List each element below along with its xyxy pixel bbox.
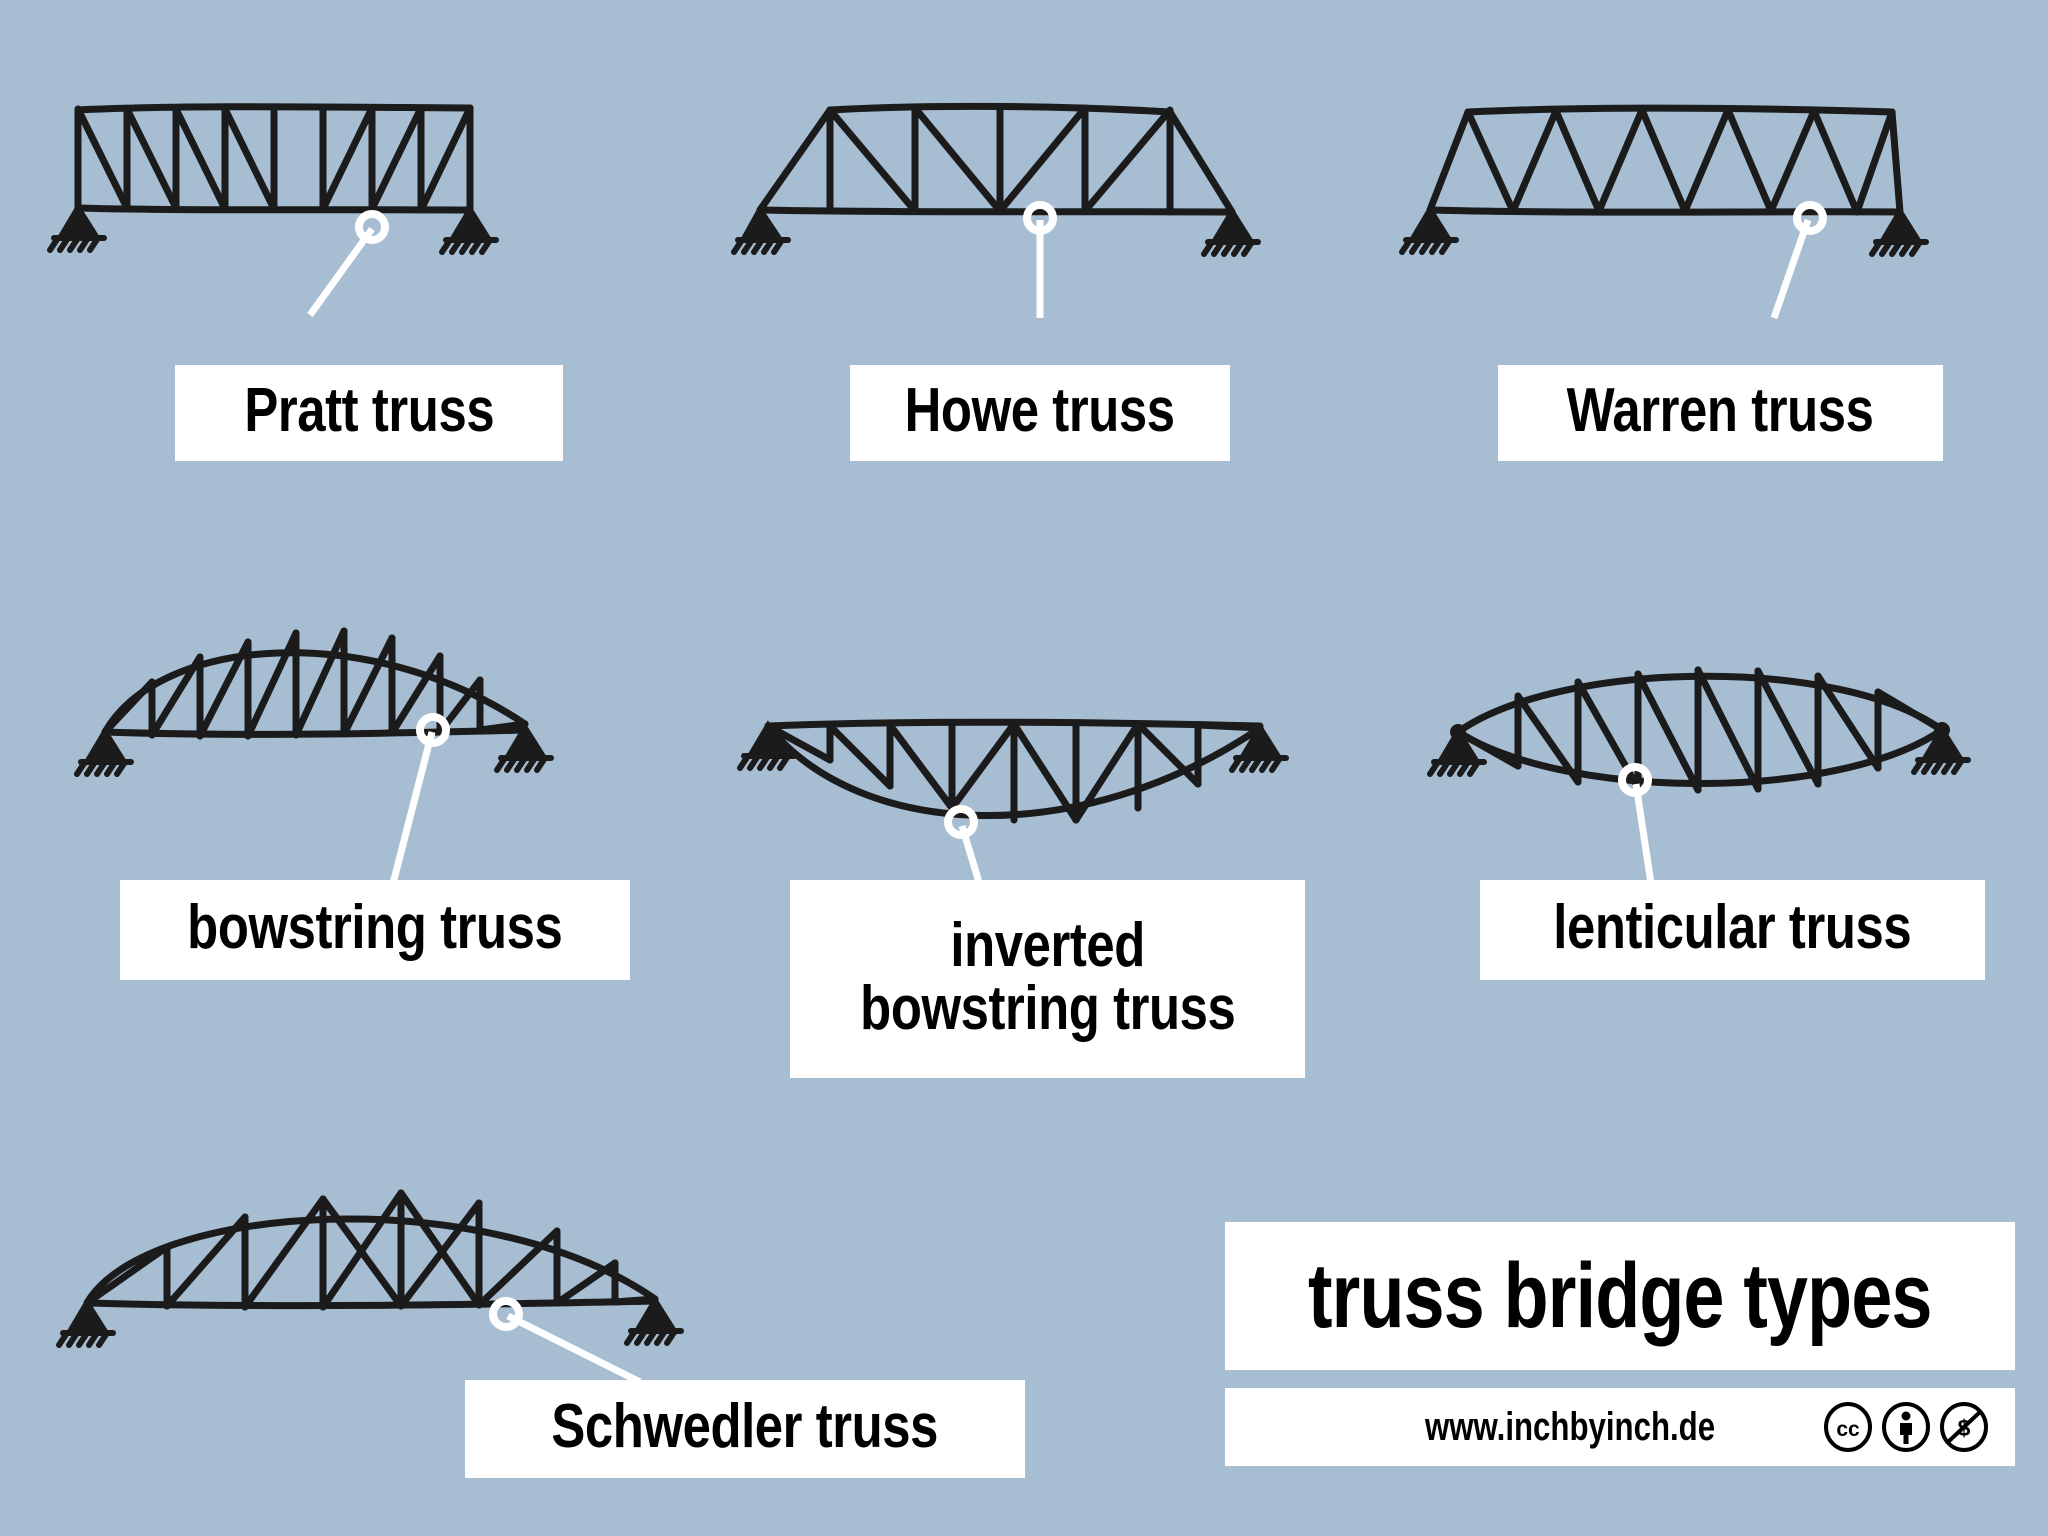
bowstring-right-support: [494, 722, 554, 773]
leader-line-bowstring: [386, 713, 450, 896]
leader-line-schwedler: [489, 1297, 642, 1386]
inverted-bowstring-left-support: [737, 720, 797, 771]
warren-truss-drawing: [1399, 104, 1929, 257]
lenticular-right-support: [1911, 722, 1971, 775]
leader-line-warren: [1770, 201, 1827, 320]
leader-line-pratt: [307, 210, 389, 318]
label-inverted-bowstring-truss[interactable]: inverted bowstring truss: [790, 880, 1305, 1078]
schwedler-truss-drawing: [56, 1189, 684, 1348]
label-howe-truss-text: Howe truss: [905, 376, 1175, 446]
svg-text:cc: cc: [1836, 1418, 1860, 1441]
schwedler-right-support: [624, 1295, 684, 1346]
diagram-bowstring-truss: [50, 600, 610, 800]
bowstring-left-support: [74, 726, 134, 777]
label-lenticular-truss[interactable]: lenticular truss: [1480, 880, 1985, 980]
diagram-lenticular-truss: [1427, 650, 2000, 840]
inverted-bowstring-right-support: [1229, 722, 1289, 773]
cc-icon: cc: [1824, 1402, 1872, 1452]
label-howe-truss[interactable]: Howe truss: [850, 365, 1230, 461]
label-pratt-truss-text: Pratt truss: [244, 376, 494, 446]
label-pratt-truss[interactable]: Pratt truss: [175, 365, 563, 461]
leader-line-howe: [1023, 201, 1057, 318]
howe-right-support: [1201, 206, 1261, 257]
license-badges: cc $: [1823, 1402, 1989, 1452]
label-lenticular-truss-text: lenticular truss: [1553, 893, 1912, 963]
cc-nc-icon: $: [1940, 1402, 1988, 1452]
page-title: truss bridge types: [1308, 1244, 1932, 1347]
diagram-pratt-truss: [40, 70, 510, 260]
label-bowstring-truss-text: bowstring truss: [187, 893, 563, 963]
cc-by-icon: [1882, 1402, 1930, 1452]
howe-left-support: [731, 204, 791, 255]
leader-line-lenticular: [1618, 763, 1656, 891]
lenticular-truss-drawing: [1427, 666, 1971, 794]
pratt-truss-drawing: [47, 103, 499, 255]
diagram-howe-truss: [731, 70, 1261, 260]
website-url: www.inchbyinch.de: [1425, 1404, 1716, 1449]
label-warren-truss[interactable]: Warren truss: [1498, 365, 1943, 461]
label-schwedler-truss[interactable]: Schwedler truss: [465, 1380, 1025, 1478]
warren-left-support: [1399, 204, 1459, 255]
label-inverted-bowstring-line1: inverted: [950, 910, 1145, 980]
schwedler-left-support: [56, 1297, 116, 1348]
label-schwedler-truss-text: Schwedler truss: [551, 1392, 939, 1462]
pratt-right-support: [439, 204, 499, 255]
diagram-schwedler-truss: [55, 1175, 705, 1375]
diagram-inverted-bowstring-truss: [737, 690, 1300, 880]
lenticular-left-support: [1427, 724, 1487, 777]
diagram-warren-truss: [1399, 70, 1930, 260]
inverted-bowstring-truss-drawing: [737, 718, 1289, 824]
label-inverted-bowstring-line2: bowstring truss: [859, 974, 1236, 1043]
label-warren-truss-text: Warren truss: [1567, 376, 1874, 446]
brand-title-box: truss bridge types: [1225, 1222, 2015, 1370]
pratt-left-support: [47, 202, 107, 253]
warren-right-support: [1869, 206, 1929, 257]
howe-truss-drawing: [731, 102, 1261, 257]
bowstring-truss-drawing: [74, 627, 554, 777]
label-bowstring-truss[interactable]: bowstring truss: [120, 880, 630, 980]
brand-footer-box: www.inchbyinch.de cc $: [1225, 1388, 2015, 1466]
